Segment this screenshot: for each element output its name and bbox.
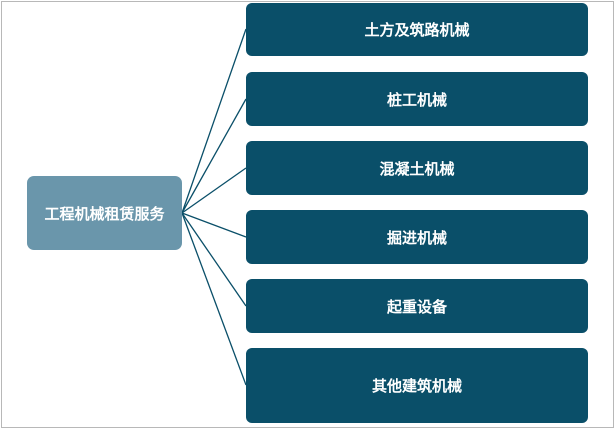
connector-line-5 — [181, 212, 247, 307]
branch-node-piling: 桩工机械 — [246, 72, 588, 126]
branch-node-other: 其他建筑机械 — [246, 348, 588, 423]
connector-line-3 — [181, 167, 247, 214]
branch-node-tunneling: 掘进机械 — [246, 210, 588, 264]
branch-node-label: 起重设备 — [386, 297, 447, 316]
connector-line-4 — [181, 212, 247, 238]
branch-node-earthmoving: 土方及筑路机械 — [246, 3, 588, 56]
connector-line-1 — [181, 28, 247, 214]
connector-line-2 — [181, 98, 247, 214]
branch-node-label: 土方及筑路机械 — [364, 21, 470, 39]
branch-node-concrete: 混凝土机械 — [246, 141, 588, 195]
root-node: 工程机械租赁服务 — [27, 176, 182, 250]
branch-node-label: 桩工机械 — [386, 90, 447, 109]
root-node-label: 工程机械租赁服务 — [44, 204, 165, 223]
branch-node-label: 混凝土机械 — [379, 159, 455, 178]
branch-node-label: 掘进机械 — [386, 228, 447, 247]
branch-node-lifting: 起重设备 — [246, 279, 588, 333]
branch-node-label: 其他建筑机械 — [371, 377, 462, 395]
connector-line-6 — [181, 212, 247, 386]
